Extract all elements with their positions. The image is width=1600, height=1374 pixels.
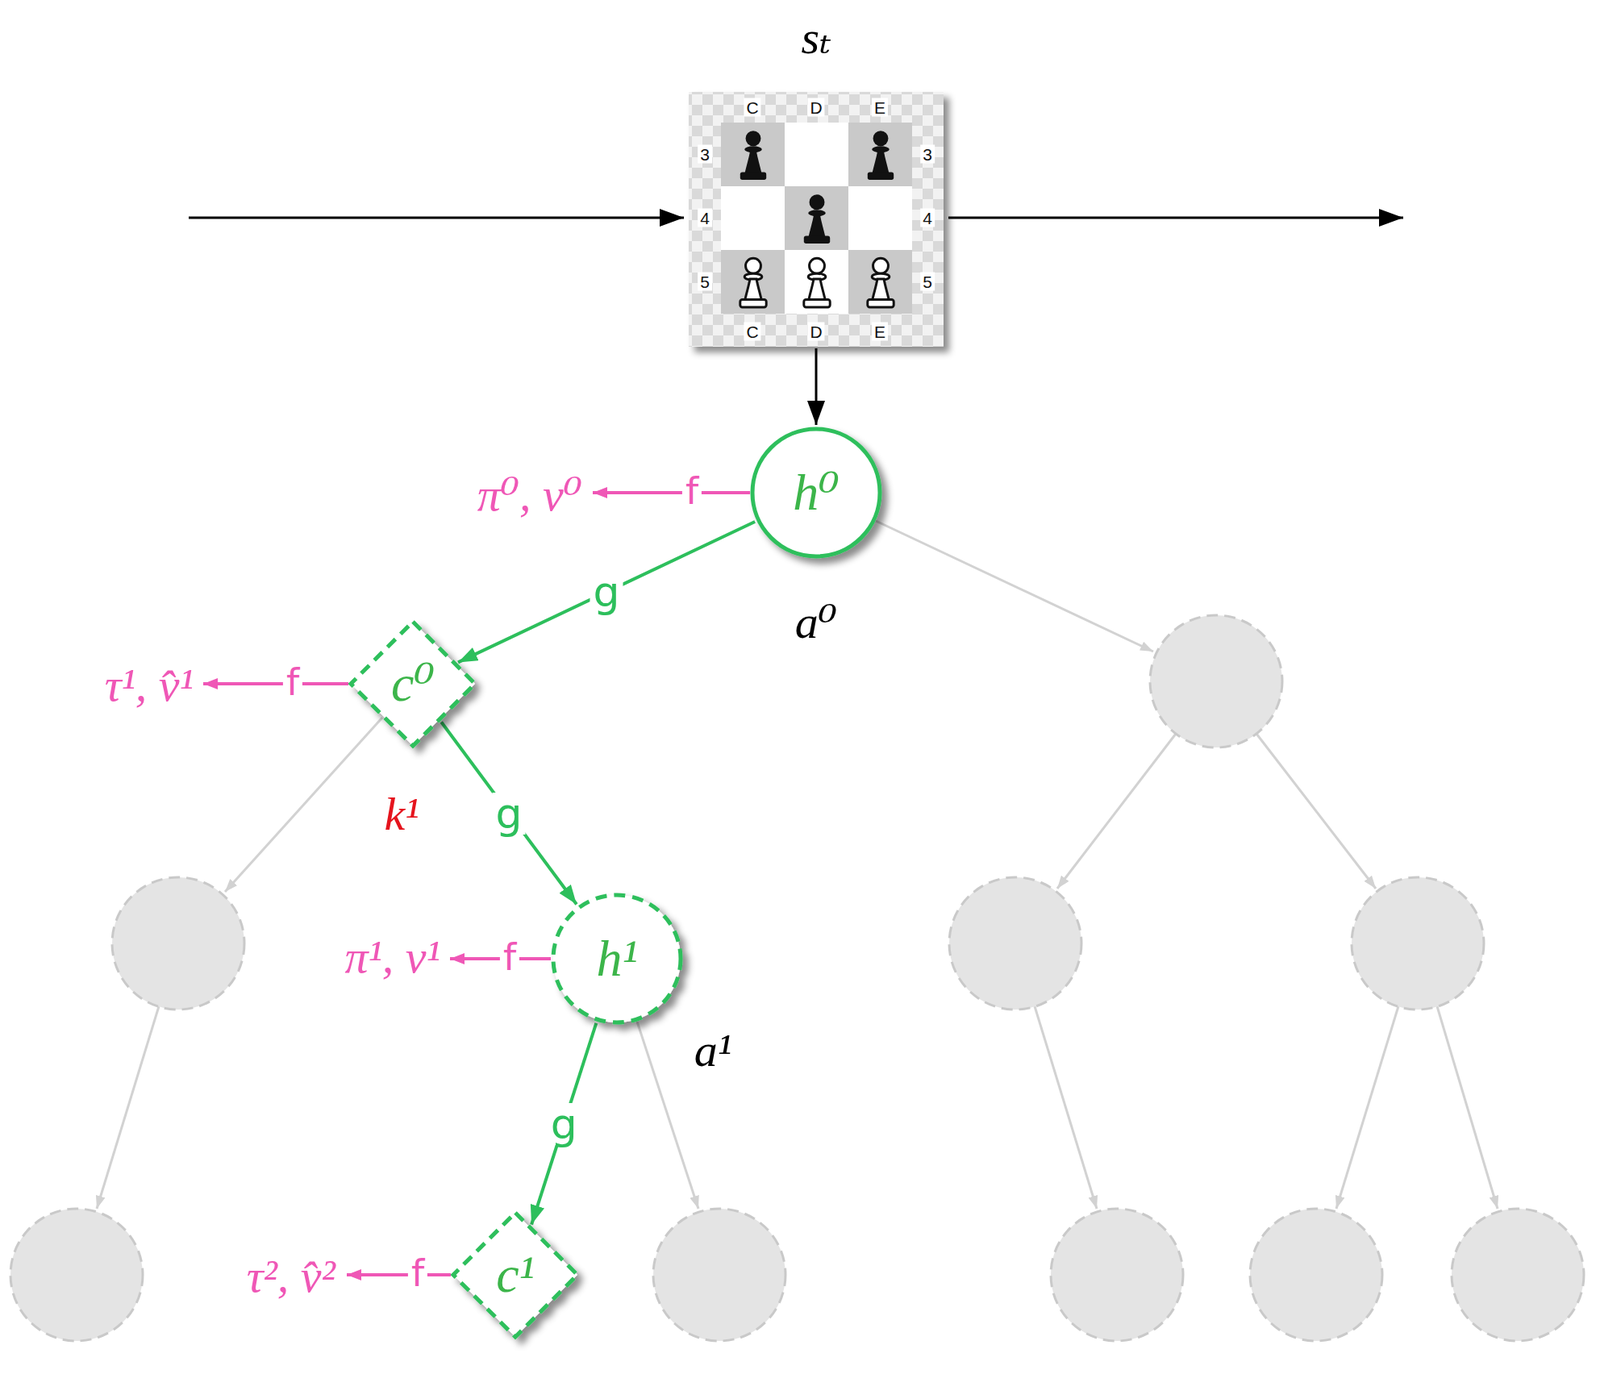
board-square: [720, 122, 785, 187]
grey-tree-nodes: [10, 615, 1584, 1342]
board-square: [784, 186, 849, 250]
tree-link: [96, 1006, 159, 1209]
function-label: f: [682, 472, 702, 510]
unexplored-node: [1050, 1208, 1184, 1342]
unexplored-node: [112, 877, 245, 1010]
unexplored-node: [10, 1208, 143, 1342]
node-label: c⁰: [391, 658, 435, 710]
rank-number: 4: [697, 208, 713, 228]
white-pawn: [867, 258, 894, 308]
rank-number: 3: [920, 145, 935, 164]
board-square: [848, 122, 913, 187]
board-frame: [688, 91, 944, 347]
rank-number: 5: [697, 272, 713, 292]
file-letter: D: [807, 98, 825, 117]
connector: [531, 1023, 596, 1225]
time-arrow: [188, 216, 684, 220]
chance-node: c¹: [450, 1210, 580, 1340]
tree-link: [1336, 1006, 1399, 1209]
unexplored-node: [949, 877, 1082, 1010]
board-square: [784, 122, 849, 187]
chess-board: [688, 91, 944, 347]
function-label: f: [283, 663, 303, 701]
chance-diamond: [350, 621, 475, 746]
prediction-arrow: [592, 491, 750, 495]
policy-value-output: τ¹, v̂¹: [104, 662, 194, 709]
board-square: [848, 250, 913, 314]
function-label: g: [547, 1103, 581, 1146]
file-letter: C: [743, 322, 761, 342]
unexplored-node: [1451, 1208, 1584, 1342]
chance-node: c⁰: [348, 619, 478, 749]
unexplored-node: [653, 1208, 786, 1342]
hidden-state-node: h⁰: [750, 426, 883, 559]
grey-tree-links: [96, 520, 1498, 1209]
state-circle: [553, 895, 681, 1023]
chance-code-label: k¹: [383, 791, 419, 838]
rank-number: 4: [920, 208, 935, 228]
action-label: a¹: [694, 1027, 732, 1075]
prediction-arrows: [203, 492, 750, 1275]
board-square: [848, 186, 913, 250]
node-label: h¹: [595, 933, 638, 985]
tree-link: [1034, 1006, 1097, 1209]
board-square: [784, 250, 849, 314]
tree-link: [1057, 733, 1176, 889]
board-square: [720, 186, 785, 250]
prediction-arrow: [346, 1273, 451, 1277]
node-label: h⁰: [792, 466, 840, 519]
file-letter: E: [871, 322, 888, 342]
white-pawn: [804, 258, 830, 308]
tree-link: [1256, 733, 1376, 889]
policy-value-output: τ², v̂²: [246, 1253, 336, 1300]
black-pawn: [867, 130, 894, 180]
rank-number: 3: [697, 145, 713, 164]
rank-number: 5: [920, 272, 935, 292]
connector: [441, 722, 577, 905]
unexplored-node: [1250, 1208, 1383, 1342]
state-circle: [752, 429, 880, 557]
tree-link: [875, 520, 1154, 652]
black-pawn: [740, 130, 767, 180]
file-letter: C: [743, 98, 761, 117]
action-label: a⁰: [795, 599, 838, 646]
unexplored-node: [1351, 877, 1484, 1010]
connector: [458, 521, 755, 663]
board-square: [720, 250, 785, 314]
tree-link: [225, 717, 383, 892]
policy-value-output: π¹, v¹: [344, 933, 441, 981]
white-pawn: [740, 258, 767, 308]
function-label: f: [408, 1254, 428, 1292]
hidden-state-node: h¹: [550, 892, 684, 1025]
tree-link: [637, 1021, 699, 1209]
unexplored-node: [1150, 615, 1283, 748]
function-label: g: [492, 792, 526, 835]
board-state: sₜ: [688, 91, 944, 347]
node-label: c¹: [495, 1249, 535, 1301]
tree-link: [1437, 1006, 1498, 1209]
file-letter: D: [807, 322, 825, 342]
function-label: f: [500, 938, 520, 976]
chance-diamond: [453, 1212, 578, 1338]
prediction-arrow: [203, 682, 349, 686]
time-arrow: [948, 216, 1404, 220]
function-label: g: [590, 570, 624, 613]
connector: [815, 348, 818, 425]
policy-value-output: π⁰, v⁰: [477, 471, 583, 519]
state-label: sₜ: [801, 14, 832, 62]
file-letter: E: [871, 98, 888, 117]
black-pawn: [804, 194, 830, 244]
